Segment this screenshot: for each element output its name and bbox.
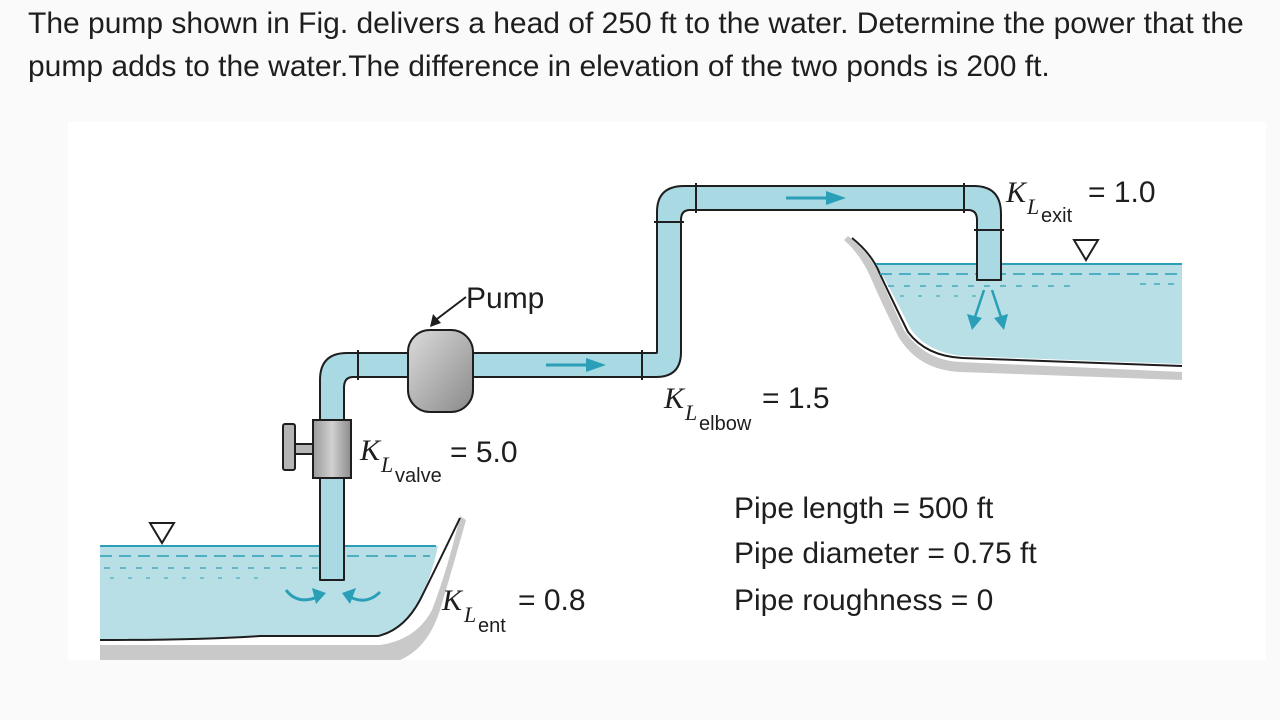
k-valve-symbol: K [359,434,382,467]
k-valve-sub-l: L [380,452,393,477]
k-exit-subscript: exit [1041,205,1073,227]
outlet-arrow-right-icon [990,289,1004,321]
upper-pond [844,236,1183,380]
k-valve-subscript: valve [395,465,442,487]
pipe-network [319,185,1002,581]
k-exit-label: K L exit = 1.0 [1005,176,1156,227]
pipe-length-text: Pipe length = 500 ft [734,492,994,525]
flow-arrows [284,191,1008,604]
pump-label: Pump [430,282,544,327]
pump-system-figure: Pump K L valve = 5.0 K L ent = 0.8 K L e… [68,122,1266,660]
lower-surface-marker-icon [148,522,176,545]
k-exit-symbol: K [1005,176,1028,209]
flow-arrow-lower-icon [586,358,606,372]
upper-pond-shore [851,237,1183,367]
k-ent-subscript: ent [478,615,506,637]
k-elbow-symbol: K [663,382,686,415]
exit-pipe-end [976,229,1002,281]
k-exit-sub-l: L [1026,194,1039,219]
pipe-to-pump [357,352,413,378]
outlet-arrow-left-icon [972,289,986,321]
k-ent-value: = 0.8 [518,584,586,617]
valve [282,419,352,479]
problem-statement: The pump shown in Fig. delivers a head o… [28,0,1280,92]
lower-elbow [641,185,697,378]
upper-surface-marker-icon [1072,239,1100,262]
pipe-specs: Pipe length = 500 ft Pipe diameter = 0.7… [734,492,1037,617]
lower-pond [99,516,466,660]
upper-pond-water [876,264,1182,364]
problem-line-1: The pump shown in Fig. delivers a head o… [28,7,1244,40]
k-elbow-sub-l: L [684,400,697,425]
k-valve-label: K L valve = 5.0 [359,434,518,487]
valve-body [312,419,352,479]
lower-pond-ground [100,516,466,660]
k-elbow-subscript: elbow [699,413,752,435]
problem-line-2: pump adds to the water.The difference in… [28,50,1050,83]
pump-body-icon [407,329,474,413]
k-ent-symbol: K [441,584,464,617]
discharge-horizontal-pipe [469,352,643,378]
k-valve-value: = 5.0 [450,436,518,469]
pipe-roughness-text: Pipe roughness = 0 [734,584,993,617]
lower-pond-water [100,546,438,640]
k-elbow-value: = 1.5 [762,382,830,415]
pump-label-text: Pump [466,282,544,315]
flow-arrow-upper-icon [826,191,846,205]
lower-pond-shore [99,517,461,641]
k-entrance-label: K L ent = 0.8 [441,584,586,637]
pipe-diameter-text: Pipe diameter = 0.75 ft [734,537,1037,570]
k-exit-value: = 1.0 [1088,176,1156,209]
k-elbow-label: K L elbow = 1.5 [663,382,830,435]
pump-system-diagram: Pump K L valve = 5.0 K L ent = 0.8 K L e… [99,176,1183,660]
valve-handle-icon [282,423,296,471]
k-ent-sub-l: L [463,602,476,627]
pump [407,329,474,413]
